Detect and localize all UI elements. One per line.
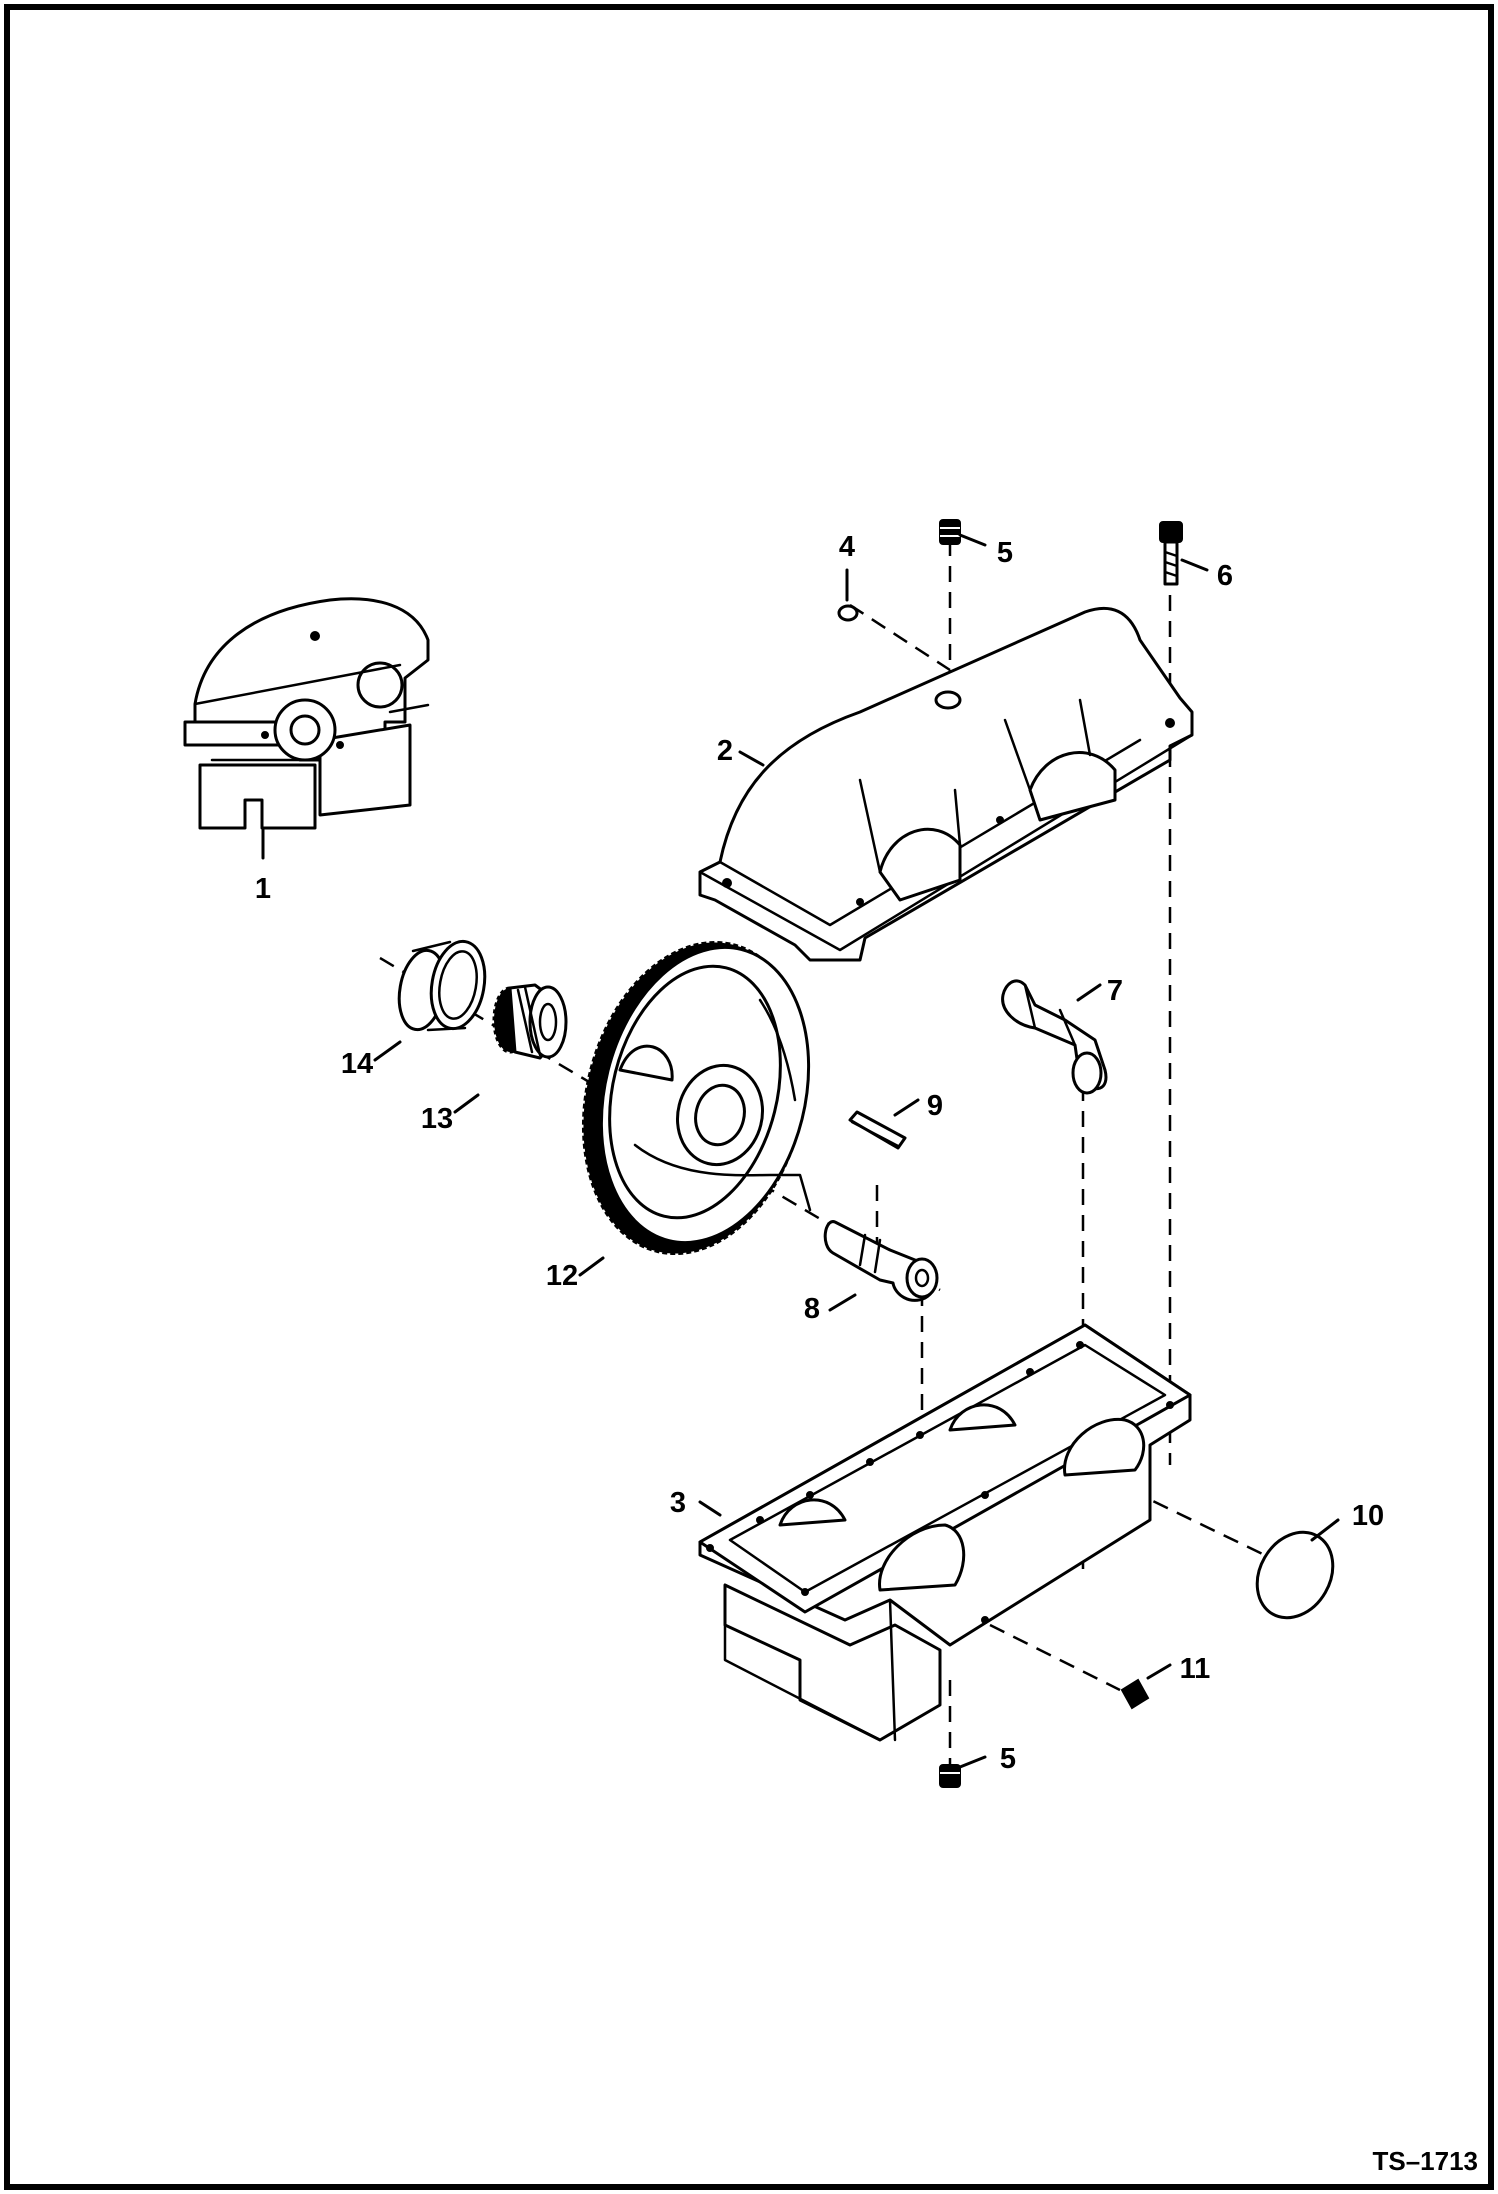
gearbox-assembly-icon xyxy=(183,597,430,830)
leader-lines xyxy=(261,533,1340,1769)
callout-4: 4 xyxy=(839,531,855,563)
key-icon xyxy=(848,1110,907,1150)
upper-housing-icon xyxy=(698,606,1194,962)
cover-disc-icon xyxy=(1255,1530,1335,1620)
plug-icon xyxy=(939,1764,961,1788)
callout-9: 9 xyxy=(927,1090,943,1122)
callout-11: 11 xyxy=(1180,1653,1211,1685)
callout-2: 2 xyxy=(717,735,733,767)
shaft-icon xyxy=(1001,979,1108,1095)
callout-3: 3 xyxy=(670,1487,686,1519)
large-gear-icon xyxy=(581,940,812,1256)
lower-housing-icon xyxy=(698,1323,1192,1742)
bolt-icon xyxy=(1159,521,1183,586)
callout-13: 13 xyxy=(421,1103,453,1135)
figure-code: TS–1713 xyxy=(1372,2146,1478,2176)
callouts: 1 2 3 4 5 6 7 8 9 10 11 12 13 14 5 xyxy=(255,531,1384,1775)
callout-14: 14 xyxy=(341,1048,373,1080)
shaft-icon xyxy=(823,1220,939,1302)
callout-10: 10 xyxy=(1352,1500,1384,1532)
callout-12: 12 xyxy=(546,1260,578,1292)
callout-6: 6 xyxy=(1217,560,1233,592)
callout-8: 8 xyxy=(804,1293,820,1325)
callout-5-bottom: 5 xyxy=(1000,1743,1016,1775)
bearing-icon xyxy=(492,983,568,1060)
drawing-border xyxy=(4,4,1494,2190)
plug-icon xyxy=(939,519,961,545)
plug-icon xyxy=(1120,1678,1150,1710)
bearing-cup-icon xyxy=(397,939,487,1032)
callout-5-top: 5 xyxy=(997,537,1013,569)
callout-1: 1 xyxy=(255,873,271,905)
callout-7: 7 xyxy=(1107,975,1123,1007)
plug-icon xyxy=(837,604,859,622)
